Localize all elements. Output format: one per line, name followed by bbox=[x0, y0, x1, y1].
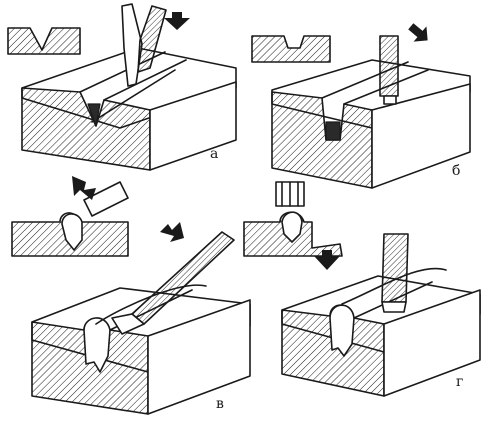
panel-a-arrow bbox=[164, 12, 190, 30]
panel-v-arrow bbox=[72, 176, 96, 200]
panel-a-block-front bbox=[21, 87, 151, 171]
panel-a-tool-handle bbox=[137, 5, 167, 73]
panel-g: г bbox=[243, 181, 481, 397]
panel-v-arrow-2 bbox=[160, 222, 184, 242]
panel-b-block-side bbox=[371, 83, 471, 189]
panel-b-arrow bbox=[408, 23, 428, 42]
panel-b-profile-section bbox=[251, 35, 331, 63]
panel-g-arrow bbox=[314, 250, 340, 270]
panel-b: б bbox=[251, 23, 471, 189]
panel-a-block-side bbox=[149, 81, 237, 171]
panel-v-label: в bbox=[216, 396, 224, 412]
panel-g-label: г bbox=[456, 374, 463, 390]
panel-a-chisel bbox=[121, 3, 143, 87]
panel-v-chisel bbox=[83, 181, 129, 217]
panel-b-tool bbox=[379, 35, 399, 97]
panel-b-block-front bbox=[271, 91, 373, 189]
panel-g-block-side bbox=[383, 289, 481, 397]
panel-v: в bbox=[11, 176, 251, 415]
panel-a: а bbox=[7, 3, 237, 171]
panel-g-tool bbox=[381, 233, 409, 303]
panel-b-label: б bbox=[452, 163, 460, 179]
panel-a-profile-section bbox=[7, 27, 81, 55]
panel-a-label: а bbox=[210, 146, 218, 162]
panel-v-block-side bbox=[147, 299, 251, 415]
